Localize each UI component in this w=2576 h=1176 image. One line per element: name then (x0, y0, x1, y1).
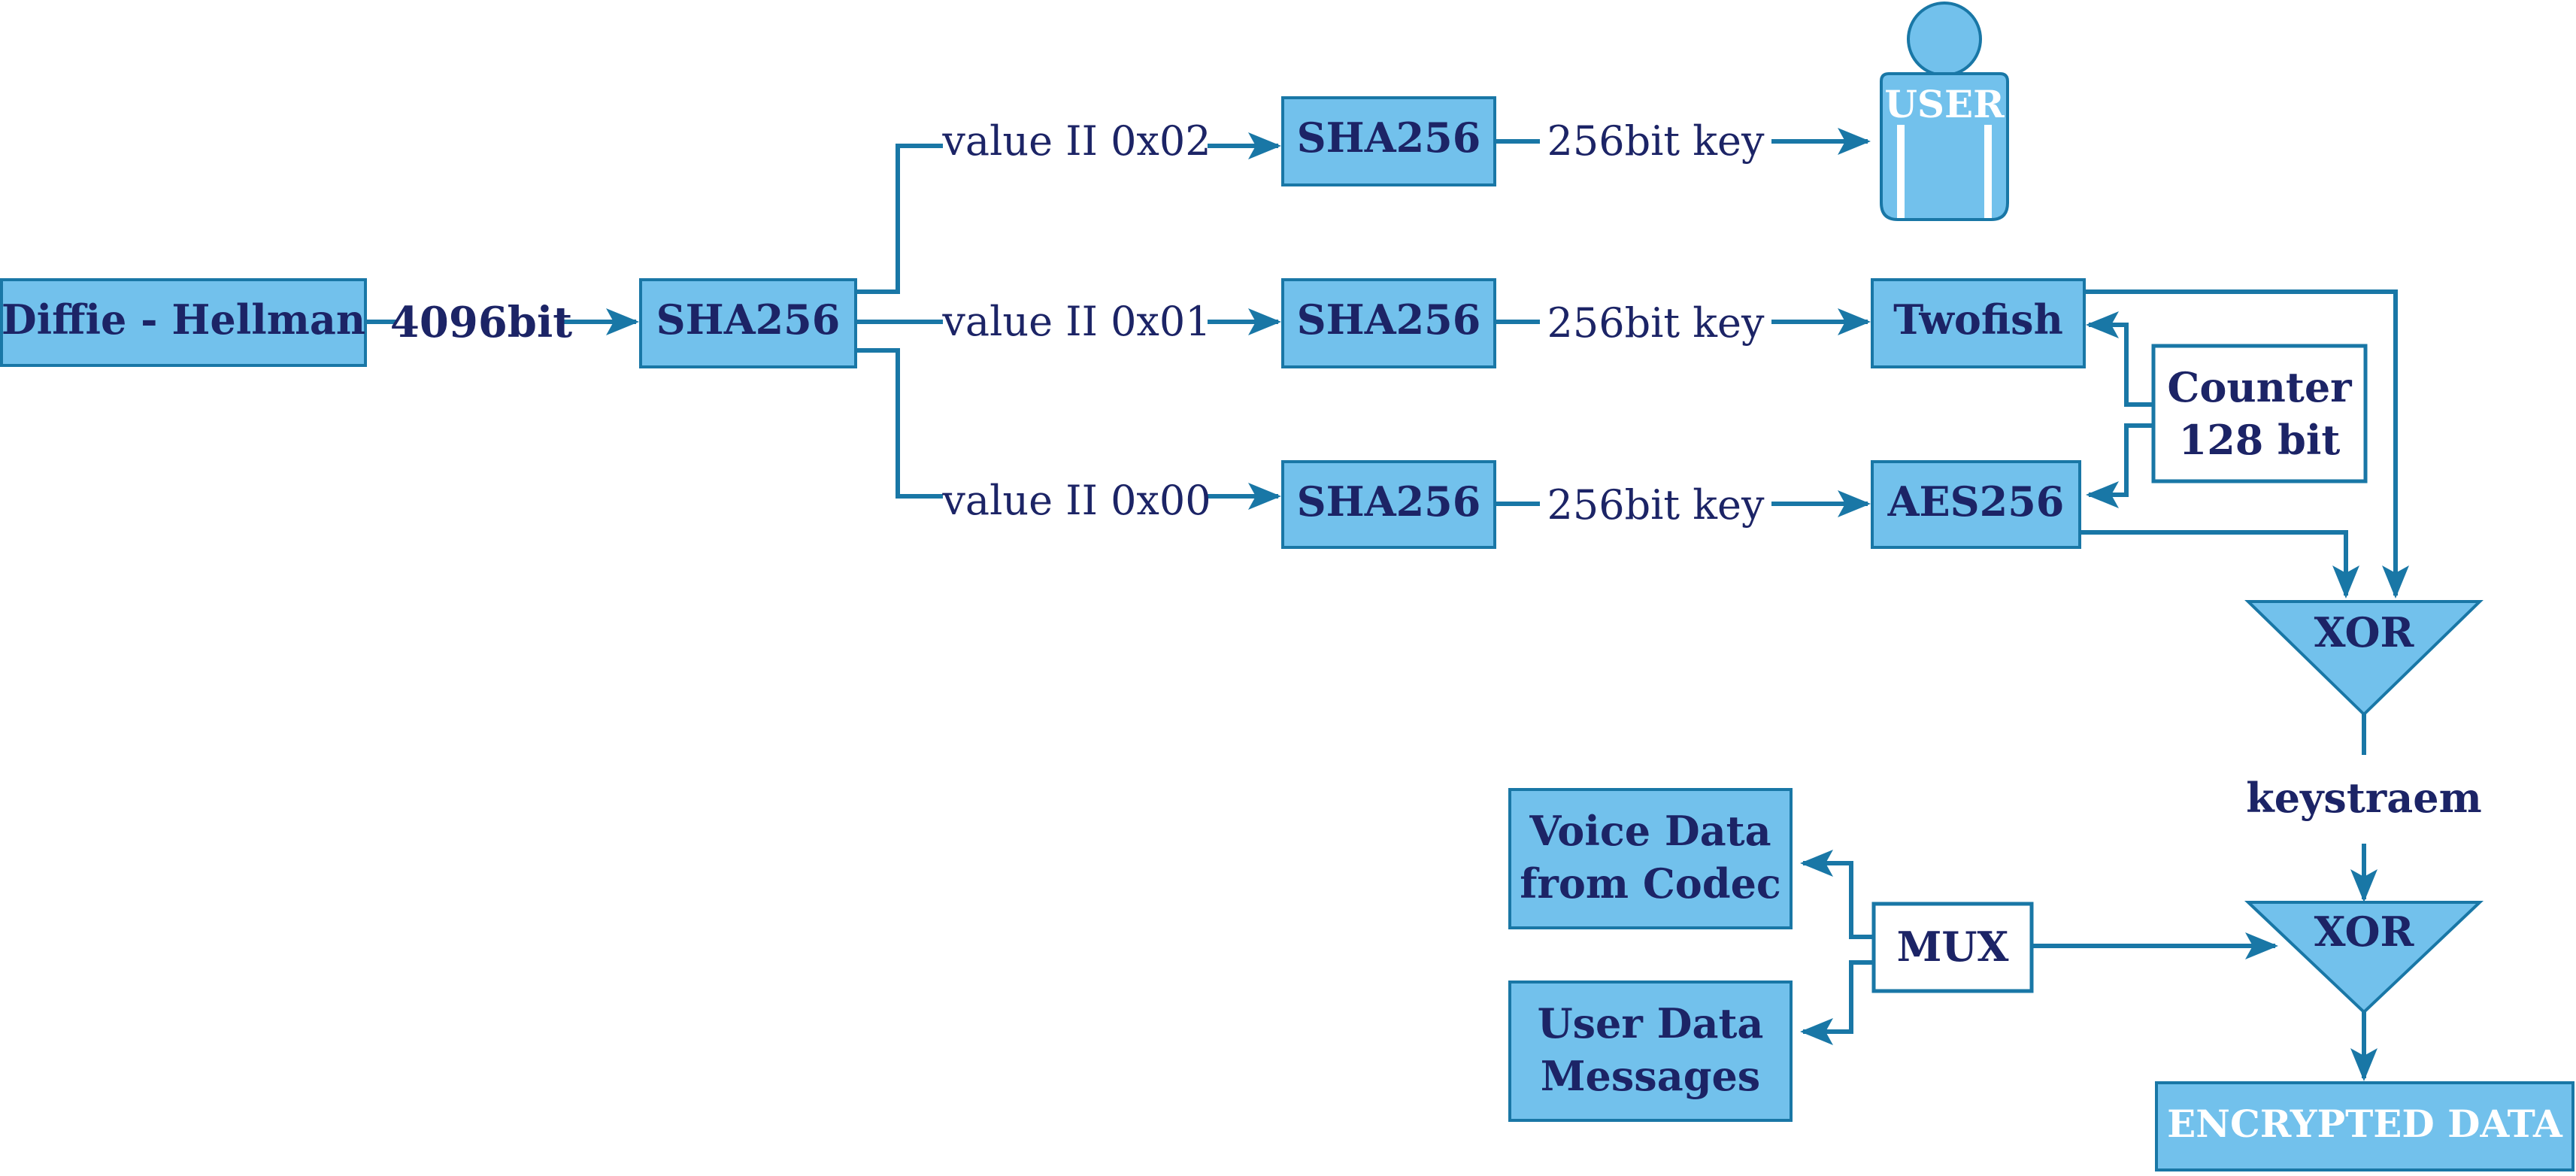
user-data-node: User Data Messages (1508, 981, 1793, 1122)
branch-bottom (856, 348, 943, 499)
xor-top-node: XOR (2244, 600, 2484, 717)
user-body-icon (1880, 72, 2009, 221)
xor-bottom-node: XOR (2244, 901, 2484, 1014)
mux-to-userdata-arrow (1800, 960, 1872, 1045)
diffie-hellman-label: Diffie - Hellman (2, 296, 365, 344)
voice-data-label-line1: Voice Data (1529, 807, 1771, 855)
user-data-label-line2: Messages (1541, 1052, 1760, 1100)
mux-node: MUX (1871, 902, 2034, 993)
sha256-top-node: SHA256 (1281, 96, 1496, 186)
value-00-label: value II 0x00 (941, 477, 1211, 524)
connectors (365, 128, 2409, 1081)
branch-top (856, 144, 943, 294)
user-head-icon (1907, 2, 1982, 77)
encrypted-data-node: ENCRYPTED DATA (2155, 1081, 2574, 1171)
key-mid-label: 256bit key (1547, 299, 1765, 347)
twofish-node: Twofish (1871, 278, 2086, 368)
mux-label: MUX (1897, 923, 2009, 971)
twofish-label: Twofish (1893, 296, 2063, 344)
voice-data-label-line2: from Codec (1520, 859, 1781, 908)
key-bottom-label: 256bit key (1547, 481, 1765, 529)
sha256-main-label: SHA256 (656, 296, 841, 344)
xor-top-label: XOR (2314, 608, 2415, 656)
encrypted-data-label: ENCRYPTED DATA (2167, 1102, 2563, 1146)
sha256-main-node: SHA256 (639, 278, 857, 368)
bits-4096-label: 4096bit (390, 298, 572, 347)
counter-label-line1: Counter (2167, 363, 2352, 411)
counter-to-twofish-arrow (2086, 311, 2153, 407)
counter-to-aes-arrow (2086, 423, 2153, 508)
aes-to-xor-arrow (2080, 530, 2359, 599)
aes256-label: AES256 (1887, 477, 2065, 526)
sha256-mid-node: SHA256 (1281, 278, 1496, 368)
keystream-label: keystraem (2246, 774, 2481, 822)
voice-data-node: Voice Data from Codec (1508, 788, 1793, 929)
sha256-bottom-label: SHA256 (1297, 477, 1481, 526)
diffie-hellman-node: Diffie - Hellman (0, 278, 367, 367)
value-02-label: value II 0x02 (941, 117, 1211, 165)
user-data-label-line1: User Data (1538, 999, 1764, 1047)
counter-node: Counter 128 bit (2151, 344, 2368, 483)
counter-label-line2: 128 bit (2179, 416, 2341, 464)
key-top-label: 256bit key (1547, 117, 1765, 165)
sha256-bottom-node: SHA256 (1281, 460, 1496, 549)
user-node: USER (1880, 2, 2009, 221)
value-01-label: value II 0x01 (941, 298, 1211, 345)
mux-to-voice-arrow (1800, 850, 1872, 939)
aes256-node: AES256 (1871, 460, 2081, 549)
twofish-to-xor-arrow (2084, 289, 2409, 599)
sha256-mid-label: SHA256 (1297, 296, 1481, 344)
user-label: USER (1884, 82, 2005, 126)
sha256-top-label: SHA256 (1297, 114, 1481, 162)
xor-bottom-label: XOR (2314, 908, 2415, 956)
